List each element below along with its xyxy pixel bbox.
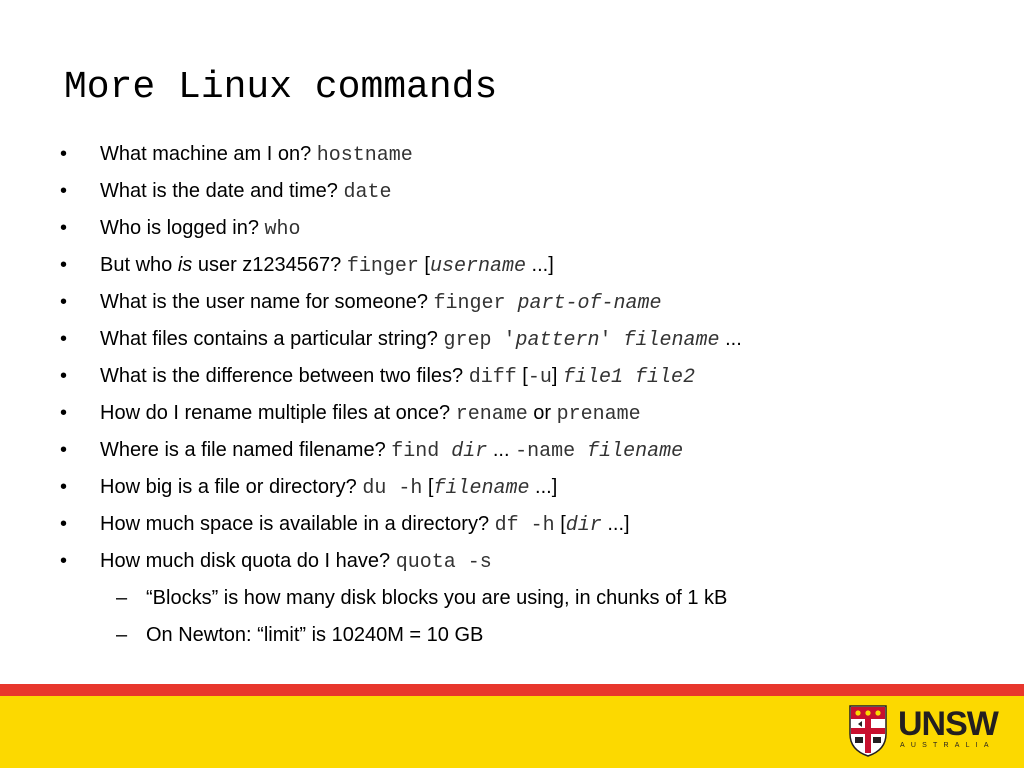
bullet-item: But who is user z1234567? finger [userna…	[0, 247, 1000, 284]
command-text: pattern	[515, 329, 600, 352]
bullet-text: or	[527, 402, 557, 424]
bullet-text: ...	[487, 439, 516, 461]
bullet-text: [	[422, 476, 434, 498]
command-text: hostname	[316, 144, 413, 167]
emphasis-text: is	[177, 254, 193, 276]
footer-red-stripe	[0, 684, 1024, 696]
bullet-item: What machine am I on? hostname	[0, 136, 1000, 173]
sub-bullet-item: On Newton: “limit” is 10240M = 10 GB	[0, 617, 1000, 654]
bullet-text: What files contains a particular string?	[100, 328, 444, 350]
bullet-text: Who is logged in?	[100, 217, 265, 239]
command-text: '	[599, 329, 624, 352]
unsw-logo: UNSW AUSTRALIA	[848, 704, 1008, 760]
command-text: -u	[527, 366, 552, 389]
logo-tagline: AUSTRALIA	[900, 742, 995, 749]
bullet-text: How much space is available in a directo…	[100, 513, 495, 535]
command-text: grep '	[443, 329, 516, 352]
bullet-text: [	[418, 254, 430, 276]
command-text: filename	[587, 440, 684, 463]
command-text: find	[391, 440, 452, 463]
bullet-text: How big is a file or directory?	[100, 476, 363, 498]
command-text: who	[264, 218, 301, 241]
bullet-text: How much disk quota do I have?	[100, 550, 396, 572]
bullet-item: What is the user name for someone? finge…	[0, 284, 1000, 321]
command-text: diff	[468, 366, 517, 389]
command-text: -name	[515, 440, 588, 463]
command-text: dir	[451, 440, 488, 463]
bullet-item: Where is a file named filename? find dir…	[0, 432, 1000, 469]
bullet-text: ]	[551, 365, 564, 387]
bullet-item: How much disk quota do I have? quota -s	[0, 543, 1000, 580]
bullet-item: What files contains a particular string?…	[0, 321, 1000, 358]
command-text: filename	[433, 477, 530, 500]
command-text: filename	[623, 329, 720, 352]
command-text: file1 file2	[563, 366, 696, 389]
bullet-item: How big is a file or directory? du -h [f…	[0, 469, 1000, 506]
command-text: du -h	[362, 477, 423, 500]
bullet-text: user z1234567?	[192, 254, 347, 276]
bullet-text: But who	[100, 254, 178, 276]
bullet-item: What is the difference between two files…	[0, 358, 1000, 395]
slide-title: More Linux commands	[64, 66, 498, 109]
command-text: finger	[346, 255, 419, 278]
command-text: df -h	[494, 514, 555, 537]
bullet-text: What machine am I on?	[100, 143, 317, 165]
logo-wordmark: UNSW	[898, 705, 999, 743]
bullet-list: What machine am I on? hostname What is t…	[0, 136, 1000, 654]
command-text: quota -s	[395, 551, 492, 574]
bullet-text: What is the date and time?	[100, 180, 344, 202]
command-text: dir	[565, 514, 602, 537]
bullet-text: How do I rename multiple files at once?	[100, 402, 456, 424]
bullet-item: Who is logged in? who	[0, 210, 1000, 247]
command-text: part-of-name	[517, 292, 662, 315]
bullet-text: [	[516, 365, 528, 387]
bullet-text: What is the difference between two files…	[100, 365, 469, 387]
bullet-text: ...]	[526, 254, 554, 276]
bullet-text: ...	[719, 328, 742, 350]
command-text: date	[343, 181, 392, 204]
bullet-item: How do I rename multiple files at once? …	[0, 395, 1000, 432]
sub-bullet-item: “Blocks” is how many disk blocks you are…	[0, 580, 1000, 617]
command-text: prename	[556, 403, 641, 426]
unsw-crest-icon	[849, 705, 887, 757]
bullet-text: ...]	[529, 476, 558, 498]
bullet-text: [	[554, 513, 566, 535]
bullet-text: Where is a file named filename?	[100, 439, 392, 461]
command-text: username	[429, 255, 526, 278]
bullet-text: What is the user name for someone?	[100, 291, 434, 313]
command-text: finger	[433, 292, 518, 315]
bullet-text: ...]	[601, 513, 630, 535]
command-text: rename	[455, 403, 528, 426]
bullet-item: How much space is available in a directo…	[0, 506, 1000, 543]
bullet-item: What is the date and time? date	[0, 173, 1000, 210]
